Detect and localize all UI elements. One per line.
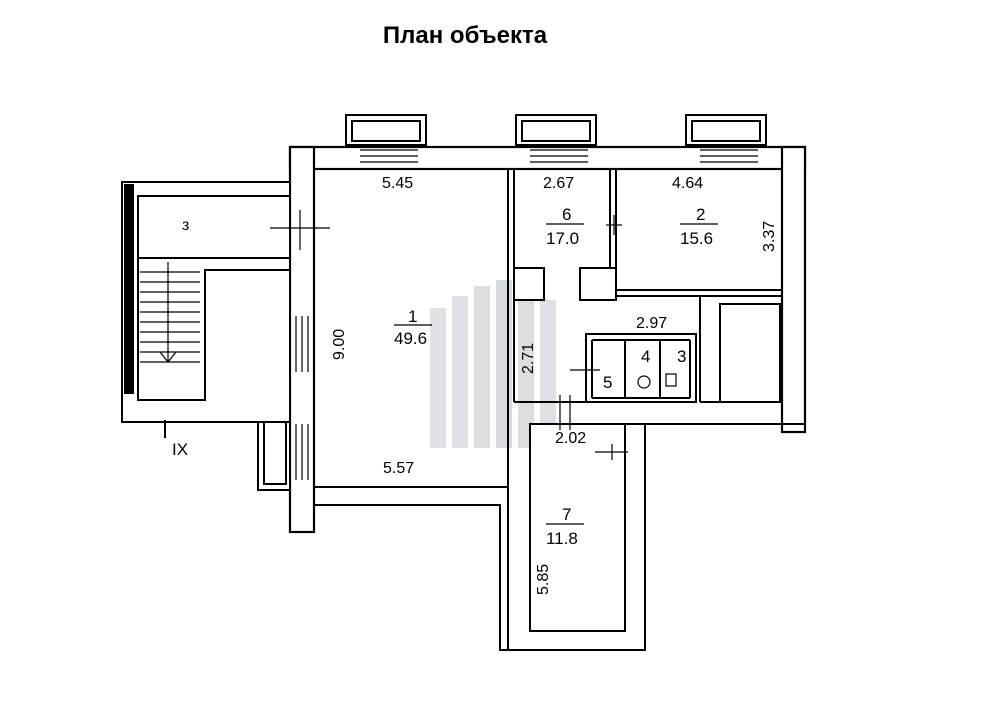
room-2-number: 2 — [696, 205, 705, 224]
dim-room1-top: 5.45 — [382, 175, 413, 192]
room-2-area: 15.6 — [680, 229, 713, 248]
interior-walls — [507, 169, 782, 632]
dimension-labels: 5.45 9.00 5.57 2.67 4.64 3.37 2.97 2.71 … — [331, 175, 778, 595]
room-6-number: 6 — [562, 205, 571, 224]
page-title: План объекта — [382, 22, 548, 49]
staircase — [121, 181, 330, 438]
dim-corridor-side: 2.71 — [520, 343, 537, 374]
room-5-number: 5 — [603, 373, 612, 392]
dim-wc-top: 2.97 — [636, 315, 667, 332]
room-7-number: 7 — [562, 505, 571, 524]
windows-top — [345, 114, 767, 163]
dim-room1-bottom: 5.57 — [383, 460, 414, 477]
room-7-area: 11.8 — [546, 529, 578, 548]
dim-room6-top: 2.67 — [543, 175, 574, 192]
room-3-number: 3 — [677, 347, 686, 366]
dim-room7-top: 2.02 — [555, 430, 586, 447]
dim-room2-top: 4.64 — [672, 175, 703, 192]
stair-room-label: з — [182, 217, 189, 234]
dim-room1-side: 9.00 — [331, 329, 348, 360]
room-labels: з IX 1 49.6 2 15.6 3 4 5 6 17.0 7 11.8 — [172, 205, 718, 548]
room-6-area: 17.0 — [546, 229, 579, 248]
stair-label: IX — [172, 440, 188, 459]
watermark-logo — [430, 280, 556, 448]
room-4-number: 4 — [641, 347, 650, 366]
room-1-number: 1 — [408, 307, 417, 326]
dim-room7-side: 5.85 — [535, 564, 552, 595]
dim-room2-side: 3.37 — [761, 221, 778, 252]
room-1-area: 49.6 — [394, 329, 427, 348]
